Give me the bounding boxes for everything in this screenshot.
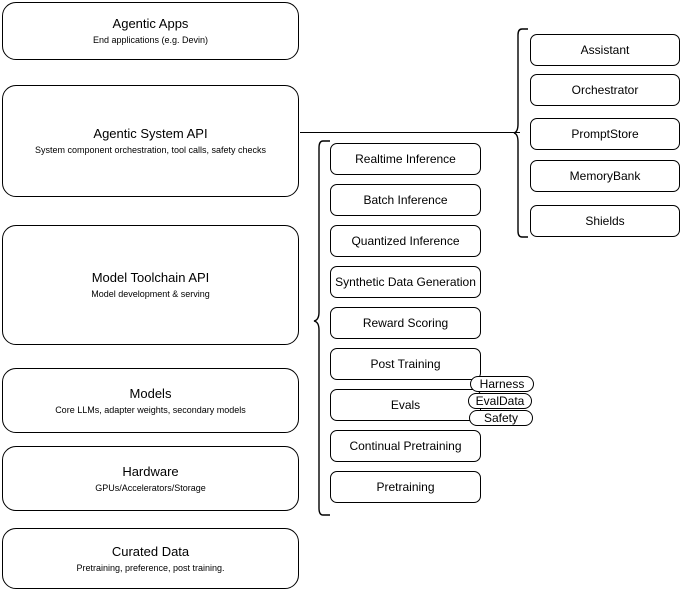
agentic-item-memorybank[interactable]: MemoryBank (530, 160, 680, 192)
evals-tag-safety[interactable]: Safety (469, 410, 533, 426)
layer-subtitle: Pretraining, preference, post training. (76, 562, 225, 573)
toolchain-item-quantized-inference[interactable]: Quantized Inference (330, 225, 481, 257)
toolchain-item-continual-pretraining[interactable]: Continual Pretraining (330, 430, 481, 462)
layer-subtitle: End applications (e.g. Devin) (92, 35, 209, 45)
brace-agentic-components (513, 28, 529, 238)
evals-tag-evaldata[interactable]: EvalData (468, 393, 532, 409)
agentic-item-shields[interactable]: Shields (530, 205, 680, 237)
toolchain-item-label: Continual Pretraining (349, 438, 462, 453)
evals-tag-harness[interactable]: Harness (470, 376, 534, 392)
agentic-item-label: Orchestrator (571, 82, 639, 97)
layer-subtitle: GPUs/Accelerators/Storage (95, 482, 206, 493)
agentic-item-label: Assistant (580, 42, 630, 57)
toolchain-item-batch-inference[interactable]: Batch Inference (330, 184, 481, 216)
toolchain-item-label: Pretraining (376, 479, 435, 494)
toolchain-item-label: Synthetic Data Generation (335, 274, 476, 289)
layer-title: Agentic System API (93, 126, 208, 141)
toolchain-item-label: Reward Scoring (362, 315, 449, 330)
toolchain-item-reward-scoring[interactable]: Reward Scoring (330, 307, 481, 339)
layer-box-curated-data[interactable]: Curated Data Pretraining, preference, po… (2, 528, 299, 589)
toolchain-item-pretraining[interactable]: Pretraining (330, 471, 481, 503)
toolchain-item-label: Post Training (370, 356, 441, 371)
toolchain-item-evals[interactable]: Evals (330, 389, 481, 421)
toolchain-item-synthetic-data-generation[interactable]: Synthetic Data Generation (330, 266, 481, 298)
agentic-item-label: MemoryBank (569, 168, 641, 183)
toolchain-item-label: Batch Inference (363, 192, 448, 207)
layer-box-agentic-system-api[interactable]: Agentic System API System component orch… (2, 85, 299, 197)
layer-title: Models (129, 385, 172, 401)
toolchain-item-label: Evals (390, 397, 421, 412)
layer-subtitle: Core LLMs, adapter weights, secondary mo… (55, 404, 246, 415)
agentic-item-label: Shields (585, 213, 625, 228)
layer-subtitle: System component orchestration, tool cal… (34, 145, 267, 155)
layer-title: Hardware (122, 463, 179, 479)
layer-subtitle: Model development & serving (91, 289, 210, 299)
toolchain-item-post-training[interactable]: Post Training (330, 348, 481, 380)
layer-box-models[interactable]: Models Core LLMs, adapter weights, secon… (2, 368, 299, 433)
agentic-item-label: PromptStore (571, 126, 639, 141)
layer-title: Agentic Apps (112, 16, 189, 31)
layer-box-model-toolchain-api[interactable]: Model Toolchain API Model development & … (2, 225, 299, 345)
evals-tag-label: EvalData (475, 394, 525, 408)
evals-tag-label: Harness (479, 377, 525, 391)
brace-model-toolchain-items (313, 140, 331, 516)
toolchain-item-label: Realtime Inference (355, 151, 456, 166)
agentic-item-orchestrator[interactable]: Orchestrator (530, 74, 680, 106)
evals-tag-label: Safety (483, 411, 519, 425)
toolchain-item-label: Quantized Inference (351, 233, 460, 248)
toolchain-item-realtime-inference[interactable]: Realtime Inference (330, 143, 481, 175)
layer-box-agentic-apps[interactable]: Agentic Apps End applications (e.g. Devi… (2, 2, 299, 60)
agentic-item-promptstore[interactable]: PromptStore (530, 118, 680, 150)
agentic-item-assistant[interactable]: Assistant (530, 34, 680, 66)
connector-agentic-system-api-to-components (300, 132, 520, 133)
layer-title: Curated Data (111, 543, 190, 559)
layer-box-hardware[interactable]: Hardware GPUs/Accelerators/Storage (2, 446, 299, 511)
layer-title: Model Toolchain API (91, 270, 210, 285)
